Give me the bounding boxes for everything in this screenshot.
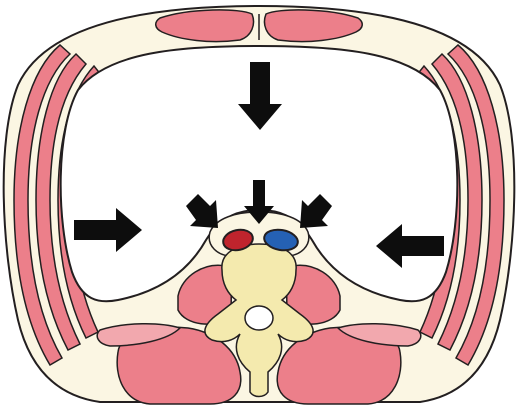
spinal-canal <box>245 306 273 330</box>
